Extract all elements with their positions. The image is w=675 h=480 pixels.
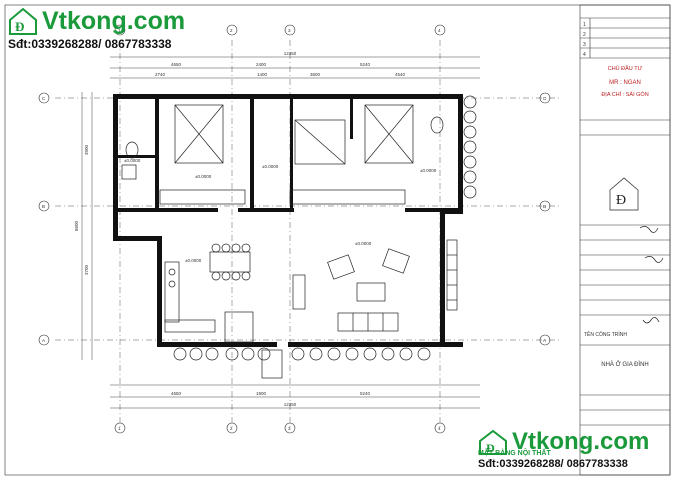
dim-top-detail-2: 1400 (257, 72, 268, 77)
signature-2 (644, 256, 664, 263)
watermark-brand-top: Vtkong.com (42, 6, 186, 35)
stair-landing (224, 311, 254, 343)
axis-label-a: A (42, 338, 45, 343)
svg-text:Ð: Ð (486, 441, 495, 455)
svg-text:1900: 1900 (256, 391, 267, 396)
axis-label-4-bottom: 4 (438, 426, 441, 431)
axis-labels: 1 2 3 4 1 2 3 4 C B A C B A (42, 28, 547, 431)
level-mark-1: ±0.0000 (195, 174, 212, 179)
project-header: TÊN CÔNG TRÌNH (584, 332, 627, 338)
dim-top-detail-4: 4540 (395, 72, 406, 77)
house-logo-icon: Ð (9, 7, 37, 35)
living-sofa (337, 312, 399, 332)
toilet-1-icon (125, 141, 139, 159)
kitchen-island (292, 274, 306, 310)
svg-text:3900: 3900 (84, 144, 89, 155)
axis-label-c: C (42, 96, 46, 101)
level-mark-6: ±0.0000 (124, 158, 141, 163)
axis-label-1-bottom: 1 (118, 426, 121, 431)
wardrobe-2 (289, 189, 406, 205)
axis-label-3-bottom: 3 (288, 426, 291, 431)
axis-label-2-bottom: 2 (230, 426, 233, 431)
planter-row-bottom (173, 347, 431, 361)
title-block-logo: Ð (609, 177, 639, 211)
bed-bedroom-2 (294, 119, 346, 165)
dim-top-seg-2: 2400 (256, 62, 267, 67)
louver-panel-right (446, 239, 458, 311)
owner-name: MR : NGAN (609, 80, 641, 86)
bed-bedroom-3 (364, 104, 414, 164)
dimension-lines-left: 8600 3900 3700 (74, 92, 93, 360)
axis-label-c-right: C (543, 96, 547, 101)
svg-text:8600: 8600 (74, 220, 79, 231)
dimension-lines-bottom: 4650 1900 5240 12350 (110, 384, 480, 409)
dim-top-detail-3: 3600 (310, 72, 321, 77)
axis-label-1: 1 (118, 28, 121, 33)
entrance-steps (261, 349, 283, 379)
revision-row-numbers: 1 2 3 4 (583, 20, 586, 60)
interior-walls (118, 99, 458, 212)
level-mark-4: ±0.0000 (355, 241, 372, 246)
room-labels: ±0.0000 ±0.0000 ±0.0000 ±0.0000 ±0.0000 … (124, 158, 437, 263)
revision-row-2: 2 (583, 32, 586, 38)
axis-lines (55, 40, 560, 430)
exterior-walls (113, 94, 463, 347)
svg-text:3700: 3700 (84, 264, 89, 275)
house-logo-icon-bottom: Ð (479, 429, 507, 455)
owner-address: ĐỊA CHỈ : SÀI GÒN (601, 92, 649, 98)
dim-top-seg-1: 4650 (171, 62, 182, 67)
axis-label-b: B (42, 204, 45, 209)
watermark-brand-bottom: Vtkong.com (512, 428, 650, 455)
signature-1 (639, 226, 659, 233)
axis-label-2: 2 (230, 28, 233, 33)
project-name: NHÀ Ở GIA ĐÌNH (601, 362, 649, 368)
kitchen-counter (164, 261, 216, 333)
dining-table (209, 243, 251, 281)
svg-text:5240: 5240 (360, 391, 371, 396)
armchair-left (327, 254, 355, 280)
sheet-frame (4, 4, 671, 476)
owner-header: CHỦ ĐẦU TƯ (607, 66, 643, 72)
watermark-phone-top: Sđt:0339268288/ 0867783338 (8, 37, 172, 51)
svg-text:12350: 12350 (284, 402, 297, 407)
shower-1-icon (121, 164, 137, 180)
dim-top-detail-1: 2740 (155, 72, 166, 77)
svg-text:Ð: Ð (616, 193, 626, 208)
dimension-lines-top: 12350 4650 2400 5240 2740 1400 3600 4540 (110, 51, 480, 79)
toilet-2-icon (430, 116, 444, 134)
svg-text:4650: 4650 (171, 391, 182, 396)
watermark-phone-bottom: Sđt:0339268288/ 0867783338 (478, 458, 628, 470)
level-mark-2: ±0.0000 (262, 164, 279, 169)
dim-top-seg-3: 5240 (360, 62, 371, 67)
axis-label-4: 4 (438, 28, 441, 33)
revision-row-4: 4 (583, 52, 586, 58)
bed-bedroom-1 (174, 104, 224, 164)
dim-top-overall: 12350 (284, 51, 297, 56)
level-mark-5: ±0.0000 (185, 258, 202, 263)
planter-row-right (463, 95, 477, 199)
level-mark-3: ±0.0000 (420, 168, 437, 173)
revision-row-3: 3 (583, 42, 586, 48)
axis-bubbles (38, 24, 551, 434)
axis-label-a-right: A (543, 338, 546, 343)
armchair-right (382, 248, 410, 274)
signature-3 (642, 317, 660, 324)
title-block-revision-rows (580, 17, 670, 59)
watermark-caption: MẶT BẰNG NỘI THẤT (478, 450, 551, 457)
coffee-table (356, 282, 386, 302)
axis-label-b-right: B (543, 204, 546, 209)
watermark-top: Ð Vtkong.com Sđt:0339268288/ 0867783338 (8, 6, 186, 52)
watermark-bottom: Ð Vtkong.com MẶT BẰNG NỘI THẤT Sđt:03392… (478, 428, 649, 470)
svg-text:Ð: Ð (15, 19, 24, 34)
title-block-owner: CHỦ ĐẦU TƯ MR : NGAN ĐỊA CHỈ : SÀI GÒN (580, 66, 670, 98)
revision-row-1: 1 (583, 22, 586, 28)
wardrobe-1 (159, 189, 246, 205)
axis-label-3: 3 (288, 28, 291, 33)
